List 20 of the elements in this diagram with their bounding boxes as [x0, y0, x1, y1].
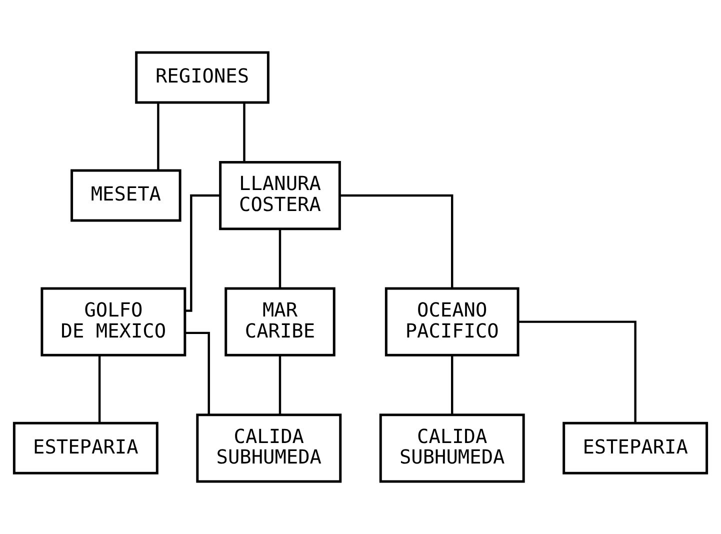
connector — [278, 229, 282, 288]
node-box: CALIDA SUBHUMEDA — [196, 414, 342, 483]
connector — [518, 320, 636, 423]
node-box: MAR CARIBE — [224, 287, 336, 356]
connector — [243, 102, 246, 162]
connector — [98, 356, 101, 424]
node-box: GOLFO DE MEXICO — [40, 287, 186, 356]
connector — [185, 194, 220, 312]
node-box: ESTEPARIA — [562, 422, 708, 474]
connector — [278, 356, 282, 415]
connector — [185, 332, 210, 415]
connector — [157, 102, 160, 171]
node-box: ESTEPARIA — [12, 422, 158, 474]
node-box: MESETA — [70, 169, 182, 222]
node-box: CALIDA SUBHUMEDA — [379, 414, 525, 483]
connector — [451, 356, 454, 415]
node-box: LLANURA COSTERA — [219, 160, 341, 230]
connector — [340, 194, 454, 288]
node-box: REGIONES — [135, 51, 270, 104]
node-box: OCEANO PACIFICO — [384, 287, 520, 356]
